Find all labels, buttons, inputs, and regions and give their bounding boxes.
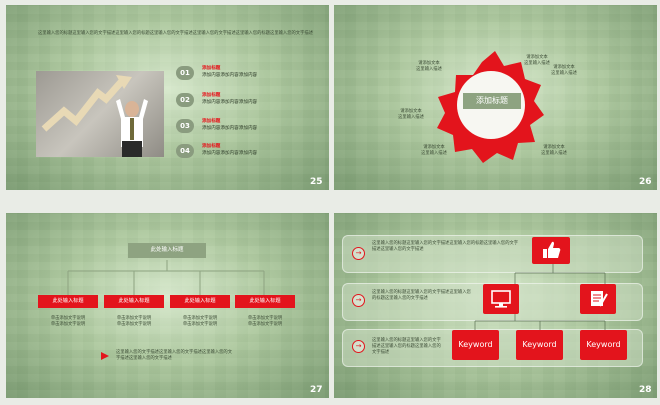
point-title: 添加标题	[202, 144, 221, 149]
point-title: 添加标题	[202, 66, 221, 71]
point-number-badge: 02	[176, 93, 194, 107]
box-caption: 单击添加文字说明单击添加文字说明	[50, 316, 86, 327]
document-edit-icon	[591, 291, 608, 307]
footnote-text: 这里输入您的文字描述这里输入您的文字描述这里输入您的文字描述这里输入您的文字描述	[116, 350, 233, 361]
slide-25[interactable]: 这里输入您的标题这里输入您的文字描述这里输入您的标题这里输入您的文字描述这里输入…	[6, 5, 329, 190]
heptagram-star-diagram	[437, 51, 544, 163]
box-caption: 单击添加文字说明单击添加文字说明	[116, 316, 152, 327]
content-row	[342, 235, 643, 273]
slide-intro-text: 这里输入您的标题这里输入您的文字描述这里输入您的标题这里输入您的文字描述这里输入…	[38, 31, 313, 36]
star-label: 请添加文本这里输入描述	[421, 145, 447, 156]
sub-title-box: 此处输入标题	[235, 295, 295, 308]
row-text: 这里输入您的标题这里输入您的文字描述这里输入您的标题这里输入您的文字描述这里输入…	[372, 241, 519, 252]
monitor-box	[483, 284, 519, 314]
center-title: 添加标题	[476, 96, 508, 105]
sub-title-box: 此处输入标题	[38, 295, 98, 308]
point-desc: 添加内容添加内容添加内容	[202, 151, 258, 156]
point-title: 添加标题	[202, 119, 221, 124]
slide-27[interactable]: 此处输入标题 此处输入标题 此处输入标题 此处输入标题 此处输入标题 单击添加文…	[6, 213, 329, 398]
slide-number: 26	[639, 177, 652, 187]
sub-title-box: 此处输入标题	[104, 295, 164, 308]
slide-number: 28	[639, 385, 652, 395]
point-desc: 添加内容添加内容添加内容	[202, 73, 258, 78]
keyword-box: Keyword	[516, 330, 563, 360]
point-number-badge: 01	[176, 66, 194, 80]
point-number-badge: 03	[176, 119, 194, 133]
org-chart-connectors	[67, 260, 265, 295]
box-caption: 单击添加文字说明单击添加文字说明	[182, 316, 218, 327]
star-label: 请添加文本这里输入描述	[398, 109, 424, 120]
document-box	[580, 284, 616, 314]
box-caption: 单击添加文字说明单击添加文字说明	[247, 316, 283, 327]
thumbs-up-box	[532, 237, 570, 264]
arrow-circle-icon: →	[352, 294, 365, 307]
keyword-box: Keyword	[580, 330, 627, 360]
sub-title-box: 此处输入标题	[170, 295, 230, 308]
thumbs-up-icon	[543, 241, 561, 258]
star-label: 请添加文本这里输入描述	[541, 145, 567, 156]
play-triangle-icon	[101, 352, 109, 360]
point-desc: 添加内容添加内容添加内容	[202, 100, 258, 105]
star-label: 请添加文本这里输入描述	[416, 61, 442, 72]
slide-number: 27	[310, 385, 323, 395]
arrow-circle-icon: →	[352, 247, 365, 260]
arrow-circle-icon: →	[352, 340, 365, 353]
monitor-icon	[491, 290, 511, 308]
star-label: 请添加文本这里输入描述	[524, 55, 550, 66]
point-desc: 添加内容添加内容添加内容	[202, 126, 258, 131]
keyword-box: Keyword	[452, 330, 499, 360]
businessman-photo	[36, 71, 164, 157]
slide-26[interactable]: 添加标题 请添加文本这里输入描述 请添加文本这里输入描述 请添加文本这里输入描述…	[334, 5, 657, 190]
point-number-badge: 04	[176, 144, 194, 158]
top-title-box: 此处输入标题	[128, 243, 206, 258]
row-text: 这里输入您的标题这里输入您的文字描述这里输入您的标题这里输入您的文字描述	[372, 338, 441, 355]
rising-arrow-illustration	[41, 75, 148, 157]
point-title: 添加标题	[202, 93, 221, 98]
slide-number: 25	[310, 177, 323, 187]
star-label: 请添加文本这里输入描述	[551, 65, 577, 76]
row-text: 这里输入您的标题这里输入您的文字描述这里输入您的标题这里输入您的文字描述	[372, 290, 471, 301]
